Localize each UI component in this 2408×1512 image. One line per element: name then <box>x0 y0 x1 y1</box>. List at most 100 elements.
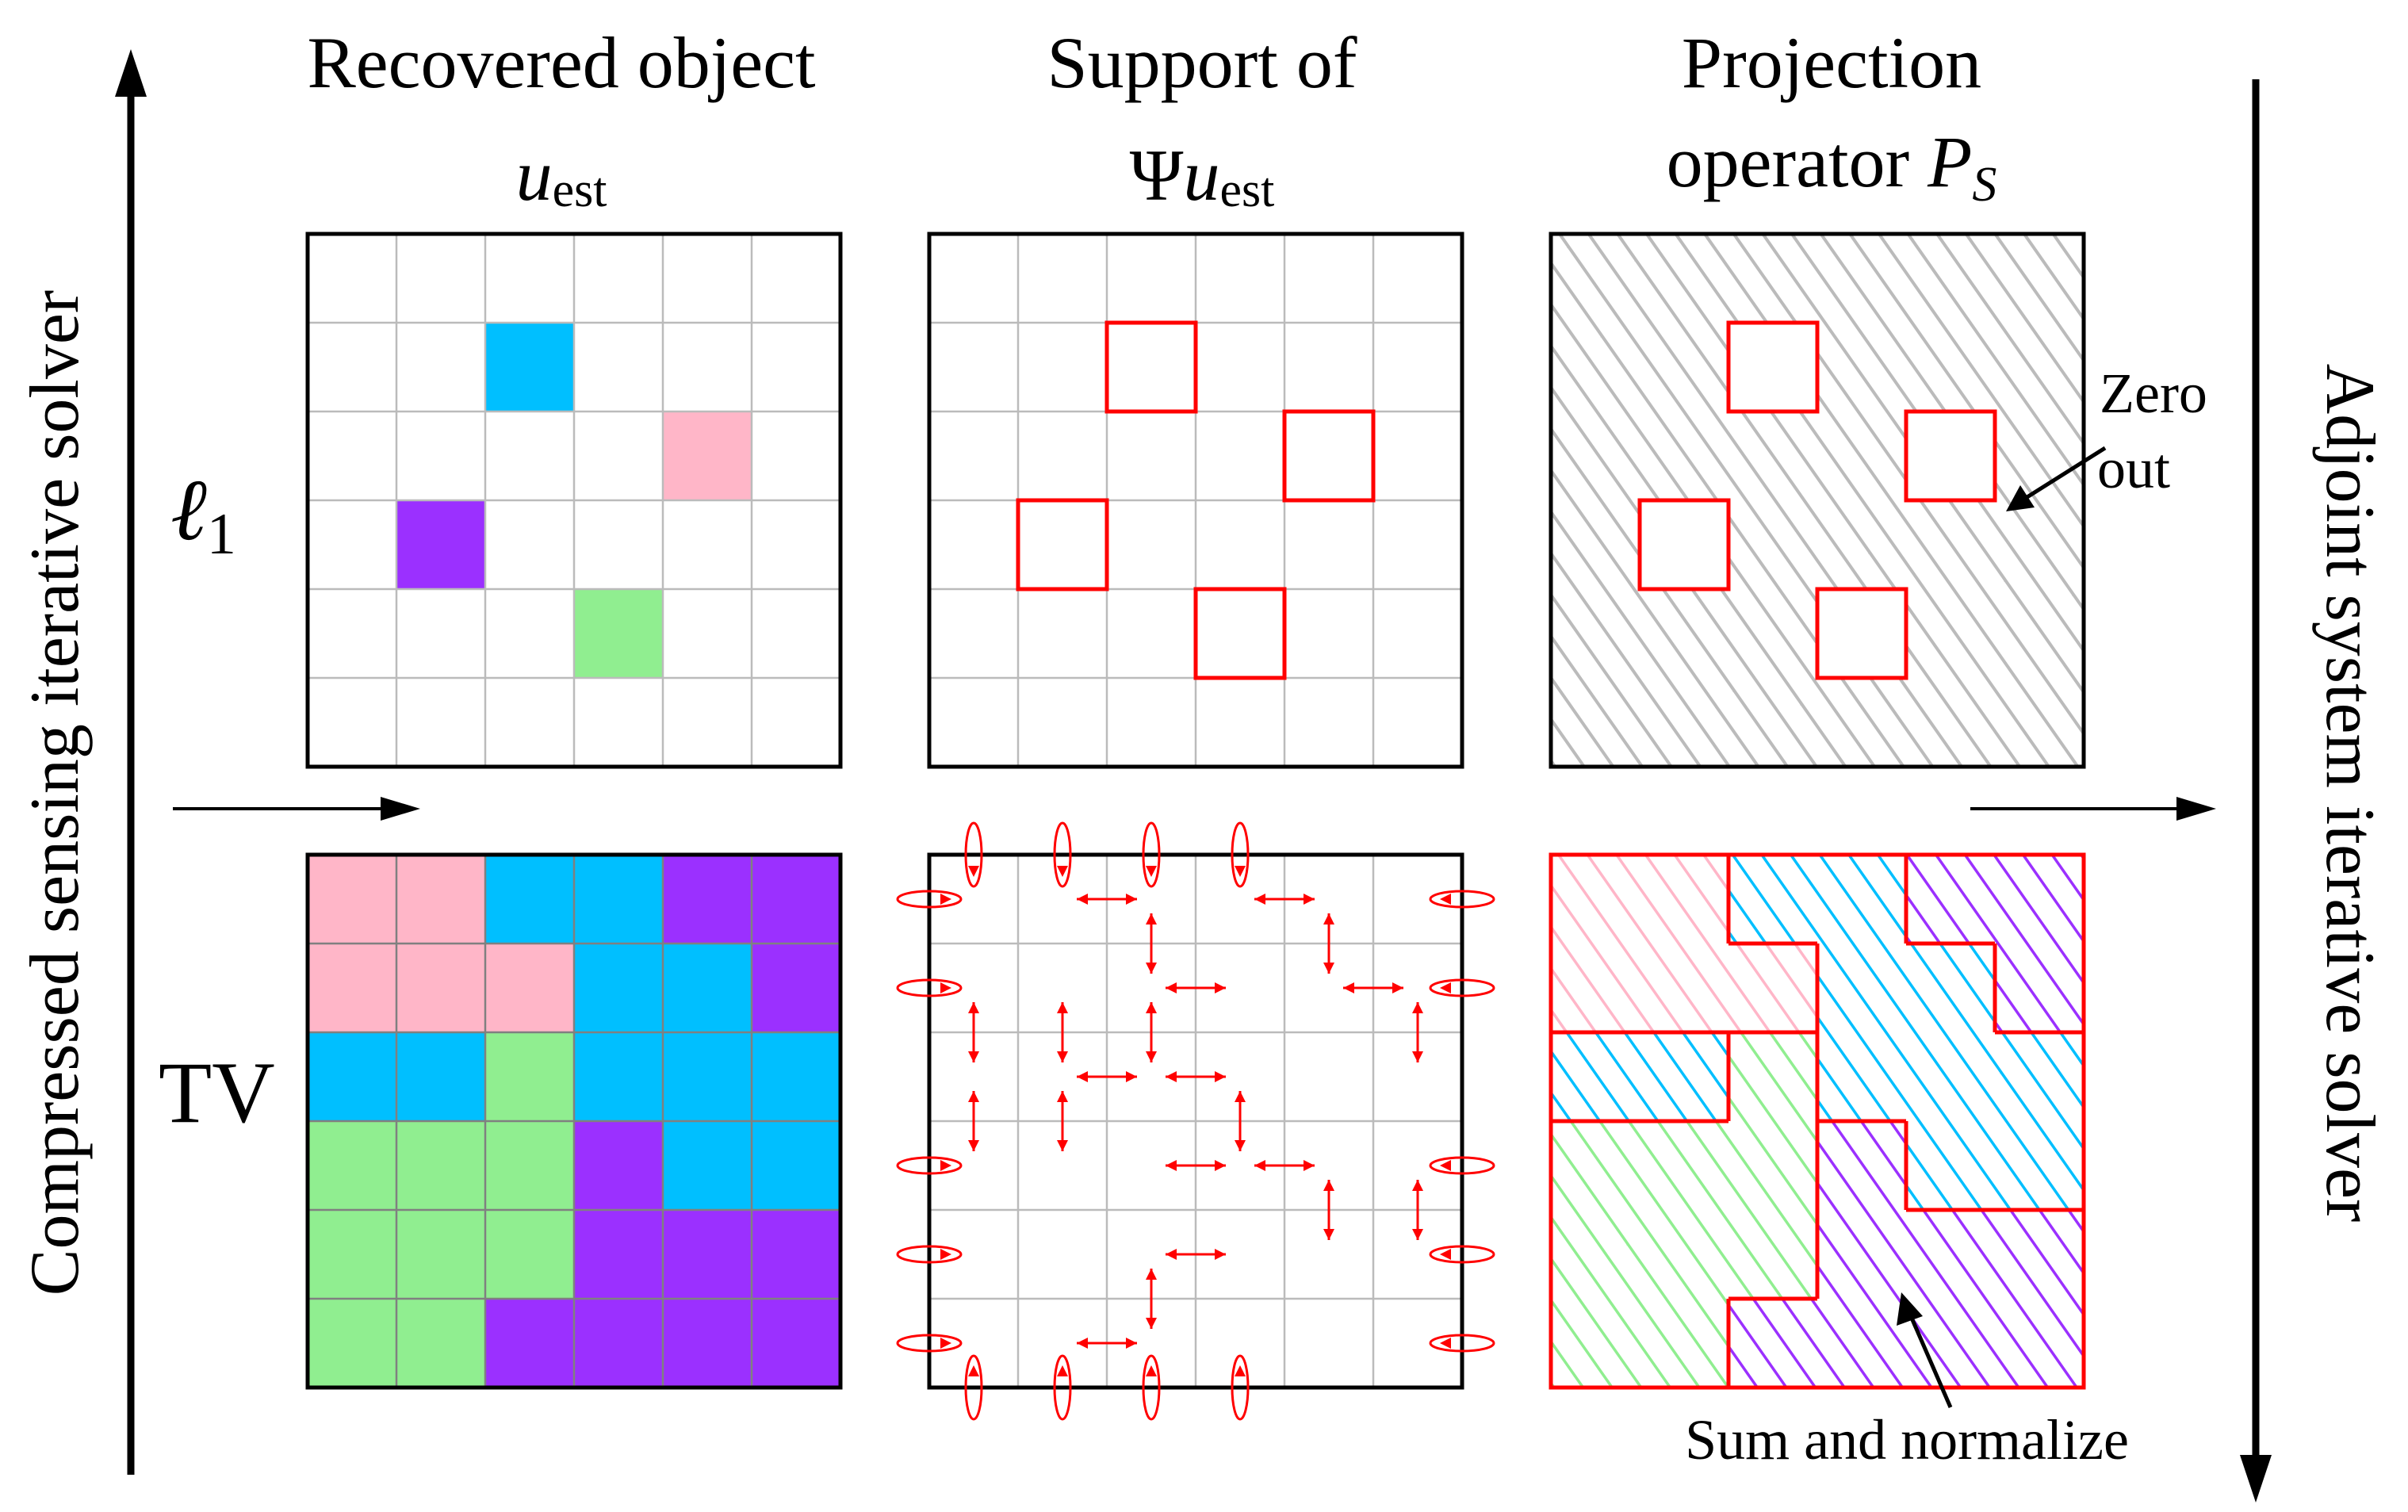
arrowhead <box>1343 982 1354 993</box>
hatched-region-cell-purple <box>1906 855 1996 944</box>
arrowhead <box>1323 1180 1334 1191</box>
object-cell-green <box>308 1210 396 1299</box>
arrowhead <box>1392 982 1403 993</box>
arrowhead <box>1126 894 1137 905</box>
sum-normalize-label: Sum and normalize <box>1685 1408 2129 1472</box>
horizontal-gradient-arrow <box>1343 982 1403 993</box>
arrowhead <box>1215 1071 1226 1082</box>
col2-subtitle-main: u <box>1184 135 1220 216</box>
hatched-region-cell-blue <box>1817 855 1907 944</box>
vertical-gradient-arrow <box>968 1002 979 1062</box>
object-cell-blue <box>396 1032 485 1121</box>
hatched-region-cell-pink <box>1640 944 1729 1033</box>
object-cell-purple <box>752 1210 840 1299</box>
object-cell-green <box>396 1210 485 1299</box>
object-cell-blue <box>663 1121 752 1210</box>
loop-ellipse <box>1231 1354 1250 1421</box>
object-cell-purple <box>663 855 752 944</box>
periodic-boundary-loop <box>1231 821 1250 888</box>
col3-subtitle-main: P <box>1927 121 1972 202</box>
object-cell-blue <box>574 1032 663 1121</box>
support-cell-outline <box>1016 498 1109 591</box>
hatched-region-cell-blue <box>1995 1121 2085 1211</box>
object-cell-blue <box>574 944 663 1032</box>
right-axis-label: Adjoint system iterative solver <box>2311 364 2388 1223</box>
horizontal-gradient-arrow <box>1077 894 1137 905</box>
vertical-gradient-arrow <box>968 1091 979 1151</box>
panel-border <box>1549 232 2086 769</box>
arrowhead <box>1235 866 1246 877</box>
arrowhead <box>1440 894 1451 905</box>
flow-arrow-right-head <box>2176 797 2216 821</box>
object-cell-purple <box>396 500 485 589</box>
arrowhead <box>940 1160 951 1171</box>
panel-border <box>927 232 1464 769</box>
arrowhead <box>1166 1249 1177 1260</box>
hatched-region-cell-green <box>1551 1121 1640 1211</box>
loop-ellipse <box>1053 821 1072 888</box>
horizontal-gradient-arrow <box>1077 1071 1137 1082</box>
arrowhead <box>1440 1160 1451 1171</box>
zero-out-arrow-head <box>2006 485 2035 511</box>
vertical-gradient-arrow <box>1146 1002 1157 1062</box>
periodic-boundary-loop <box>896 1245 963 1264</box>
row1-label: ℓ1 <box>170 461 236 567</box>
sum-normalize-arrow-head <box>1897 1292 1923 1326</box>
arrowhead <box>1412 1051 1423 1062</box>
left-axis-label: Compressed sensing iterative solver <box>17 290 94 1296</box>
hatched-region-cell-blue <box>1728 855 1818 944</box>
panel-l1-projection <box>1549 232 2086 769</box>
loop-ellipse <box>1429 1156 1495 1175</box>
periodic-boundary-loop <box>1142 1354 1161 1421</box>
object-cell-blue <box>752 1032 840 1121</box>
left-axis-arrowhead <box>115 49 147 97</box>
hatched-region-cell-purple <box>1995 944 2085 1033</box>
arrowhead <box>1077 894 1088 905</box>
right-axis-arrowhead <box>2240 1455 2272 1502</box>
hatched-region-cell-blue <box>1906 944 1996 1033</box>
object-cell-blue <box>485 323 574 411</box>
object-cell-purple <box>752 1299 840 1388</box>
object-cell-blue <box>308 1032 396 1121</box>
arrowhead <box>1146 1002 1157 1013</box>
hatched-region-cell-green <box>1551 1299 1640 1388</box>
loop-ellipse <box>964 821 983 888</box>
zero-out-line1: Zero <box>2100 362 2207 425</box>
arrowhead <box>1166 1071 1177 1082</box>
horizontal-gradient-arrow <box>1254 1160 1315 1171</box>
object-cell-green <box>574 589 663 678</box>
object-cell-pink <box>663 411 752 500</box>
row2-label: TV <box>159 1044 275 1141</box>
arrowhead <box>1254 1160 1265 1171</box>
vertical-gradient-arrow <box>1412 1180 1423 1240</box>
col2-title: Support of <box>1047 22 1357 103</box>
vertical-gradient-arrow <box>1146 913 1157 974</box>
hatched-region-cell-green <box>1551 1210 1640 1300</box>
arrowhead <box>1166 982 1177 993</box>
zero-out-annotation: Zero out <box>2006 362 2207 511</box>
hatched-region-cell-blue <box>1906 1032 1996 1122</box>
object-cell-purple <box>574 1121 663 1210</box>
hatched-region-cell-green <box>1640 1121 1729 1211</box>
col3-title: Projection <box>1682 22 1981 103</box>
sum-normalize-arrow-line <box>1908 1315 1953 1408</box>
object-cell-purple <box>574 1299 663 1388</box>
row1-label-main: ℓ <box>170 461 207 558</box>
periodic-boundary-loop <box>1429 978 1495 997</box>
arrowhead <box>1304 894 1315 905</box>
object-cell-green <box>308 1299 396 1388</box>
hatched-region-cell-pink <box>1551 855 1640 944</box>
col2-subtitle-sub: est <box>1220 163 1275 217</box>
arrowhead <box>1057 1140 1068 1151</box>
arrowhead <box>1057 1002 1068 1013</box>
arrowhead <box>1215 982 1226 993</box>
kept-support-cell <box>1815 587 1908 680</box>
arrowhead <box>1412 1180 1423 1191</box>
row1-label-sub: 1 <box>207 502 236 567</box>
arrowhead <box>940 1249 951 1260</box>
object-cell-blue <box>663 944 752 1032</box>
periodic-boundary-loop <box>964 821 983 888</box>
periodic-boundary-loop <box>1231 1354 1250 1421</box>
periodic-boundary-loop <box>896 978 963 997</box>
